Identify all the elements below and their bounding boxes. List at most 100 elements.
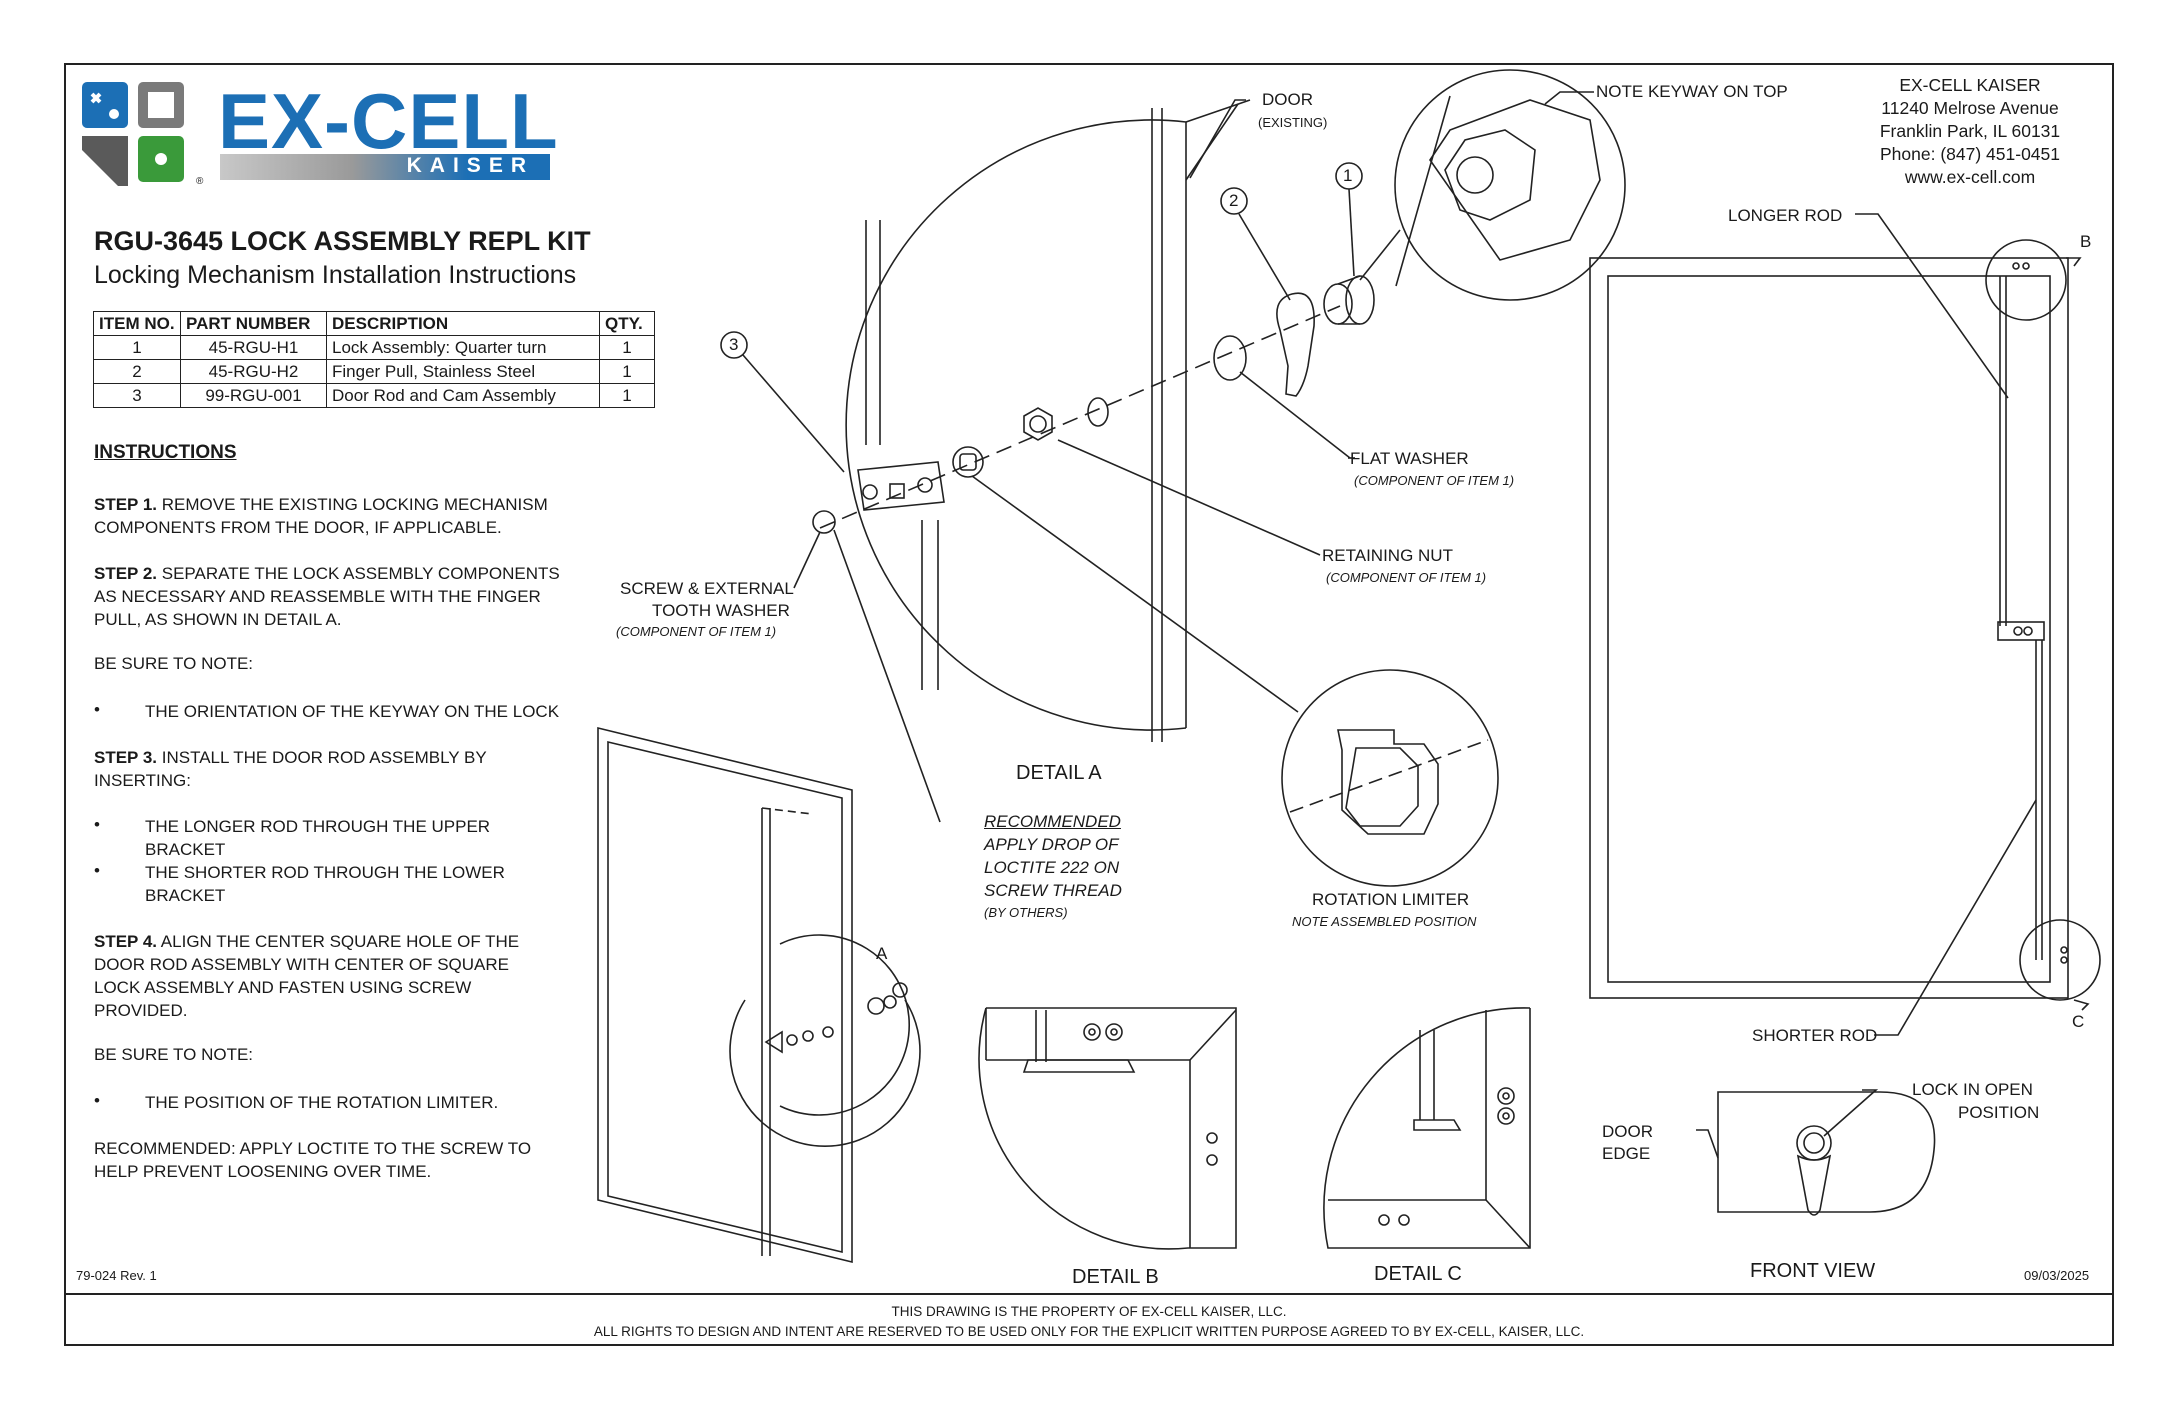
label-rotation-limiter: ROTATION LIMITER (1312, 890, 1470, 909)
leader-lines (742, 91, 1594, 823)
address-line: www.ex-cell.com (1904, 167, 2036, 187)
keyway-detail-view (1359, 69, 1626, 301)
step-1: STEP 1. REMOVE THE EXISTING LOCKING MECH… (94, 493, 564, 539)
step-label: STEP 3. (94, 748, 157, 767)
table-cell: 99-RGU-001 (180, 383, 327, 408)
table-header-row: ITEM NO. PART NUMBER DESCRIPTION QTY. (93, 311, 655, 336)
bullet-item: THE POSITION OF THE ROTATION LIMITER. (145, 1093, 499, 1112)
drawing-date: 09/03/2025 (2024, 1268, 2090, 1283)
item-bubble (720, 331, 748, 359)
company-address: EX-CELL KAISER 11240 Melrose Avenue Fran… (1830, 74, 2110, 189)
footer-line: THIS DRAWING IS THE PROPERTY OF EX-CELL … (891, 1304, 1287, 1319)
table-cell: Lock Assembly: Quarter turn (326, 335, 600, 360)
label-longer-rod: LONGER ROD (1728, 206, 1843, 225)
footer-line: ALL RIGHTS TO DESIGN AND INTENT ARE RESE… (593, 1324, 1585, 1339)
logo-mark-icon (82, 82, 184, 186)
label-door-existing: (EXISTING) (1258, 115, 1328, 130)
step-label: STEP 4. (94, 932, 157, 951)
callout-letter: C (2072, 1012, 2085, 1031)
label-retaining-nut: RETAINING NUT (1322, 546, 1453, 565)
table-cell: 45-RGU-H2 (180, 359, 327, 384)
rotation-limiter-view (1281, 669, 1499, 887)
footer-divider (64, 1293, 2114, 1295)
label-loctite: APPLY DROP OF (984, 835, 1119, 854)
footer-notice: THIS DRAWING IS THE PROPERTY OF EX-CELL … (64, 1302, 2114, 1342)
label-flat-washer: FLAT WASHER (1350, 449, 1469, 468)
detail-c-view (1323, 1007, 1531, 1249)
label-door-edge: EDGE (1602, 1144, 1651, 1163)
bullet-item: THE ORIENTATION OF THE KEYWAY ON THE LOC… (145, 702, 560, 721)
label-screw-sub: (COMPONENT OF ITEM 1) (616, 624, 777, 639)
col-header: DESCRIPTION (326, 311, 600, 336)
step-text: REMOVE THE EXISTING LOCKING MECHANISM CO… (94, 495, 548, 537)
item-number: 2 (1229, 191, 1239, 210)
step-text: INSTALL THE DOOR ROD ASSEMBLY BY INSERTI… (94, 748, 487, 790)
table-cell: 1 (599, 383, 655, 408)
label-shorter-rod: SHORTER ROD (1752, 1026, 1878, 1045)
recommended-note: RECOMMENDED: APPLY LOCTITE TO THE SCREW … (94, 1139, 532, 1181)
callout-letter: A (876, 944, 888, 963)
label-detail-c: DETAIL C (1374, 1263, 1462, 1285)
bullet-mark: • (94, 700, 100, 719)
step-text: ALIGN THE CENTER SQUARE HOLE OF THE DOOR… (94, 932, 520, 1020)
label-loctite: RECOMMENDED (984, 812, 1121, 831)
address-line: Franklin Park, IL 60131 (1879, 121, 2061, 141)
label-keyway: NOTE KEYWAY ON TOP (1596, 82, 1788, 101)
table-cell: 1 (599, 359, 655, 384)
table-row: 3 99-RGU-001 Door Rod and Cam Assembly 1 (93, 383, 655, 408)
table-cell: 1 (93, 335, 181, 360)
label-retaining-nut-sub: (COMPONENT OF ITEM 1) (1326, 570, 1487, 585)
bullet-mark: • (94, 1091, 100, 1110)
label-lock-open: LOCK IN OPEN (1912, 1080, 2033, 1099)
instructions-heading: INSTRUCTIONS (94, 442, 237, 463)
label-screw: SCREW & EXTERNAL (620, 579, 794, 598)
callout-letter: B (2080, 232, 2092, 251)
note-heading: BE SURE TO NOTE: (94, 654, 254, 673)
door-front-view (1589, 213, 2101, 1036)
revision-number: 79-024 Rev. 1 (76, 1268, 157, 1283)
bullet-item: THE SHORTER ROD THROUGH THE LOWER BRACKE… (145, 863, 505, 905)
table-cell: 3 (93, 383, 181, 408)
door-overview (597, 726, 921, 1264)
detail-a-view (812, 99, 1375, 742)
label-rotation-sub: NOTE ASSEMBLED POSITION (1292, 914, 1477, 929)
step-3: STEP 3. INSTALL THE DOOR ROD ASSEMBLY BY… (94, 746, 564, 792)
address-line: Phone: (847) 451-0451 (1880, 144, 2060, 164)
table-cell: 1 (599, 335, 655, 360)
label-lock-open: POSITION (1958, 1103, 2040, 1122)
address-line: EX-CELL KAISER (1899, 75, 2041, 95)
item-number: 3 (729, 335, 739, 354)
step-text: SEPARATE THE LOCK ASSEMBLY COMPONENTS AS… (94, 564, 560, 629)
document-title: RGU-3645 LOCK ASSEMBLY REPL KIT (94, 226, 591, 256)
col-header: QTY. (599, 311, 655, 336)
company-logo: ® EX-CELL KAISER (80, 77, 560, 195)
logo-kaiser-bar: KAISER (220, 154, 550, 180)
drawing-frame (64, 63, 2114, 1346)
label-front-view: FRONT VIEW (1750, 1260, 1876, 1282)
label-door-edge: DOOR (1602, 1122, 1653, 1141)
bullet-item: THE LONGER ROD THROUGH THE UPPER BRACKET (145, 817, 491, 859)
bullet-mark: • (94, 861, 100, 880)
label-loctite: SCREW THREAD (984, 881, 1122, 900)
table-row: 2 45-RGU-H2 Finger Pull, Stainless Steel… (93, 359, 655, 384)
label-flat-washer-sub: (COMPONENT OF ITEM 1) (1354, 473, 1515, 488)
step-4: STEP 4. ALIGN THE CENTER SQUARE HOLE OF … (94, 930, 524, 1022)
note-heading: BE SURE TO NOTE: (94, 1045, 254, 1064)
step-label: STEP 2. (94, 564, 157, 583)
label-detail-b: DETAIL B (1072, 1266, 1159, 1288)
registered-mark: ® (196, 176, 204, 187)
logo-wordmark: EX-CELL (218, 77, 559, 165)
detail-b-view (978, 1007, 1237, 1250)
label-loctite-sub: (BY OTHERS) (984, 905, 1068, 920)
parts-table: ITEM NO. PART NUMBER DESCRIPTION QTY. 1 … (93, 311, 655, 408)
table-row: 1 45-RGU-H1 Lock Assembly: Quarter turn … (93, 335, 655, 360)
label-loctite: LOCTITE 222 ON (984, 858, 1120, 877)
lock-front-view (1696, 1089, 1936, 1216)
col-header: ITEM NO. (93, 311, 181, 336)
label-door: DOOR (1262, 90, 1313, 109)
col-header: PART NUMBER (180, 311, 327, 336)
label-detail-a: DETAIL A (1016, 762, 1102, 784)
item-bubble (1220, 187, 1248, 215)
address-line: 11240 Melrose Avenue (1881, 98, 2059, 118)
